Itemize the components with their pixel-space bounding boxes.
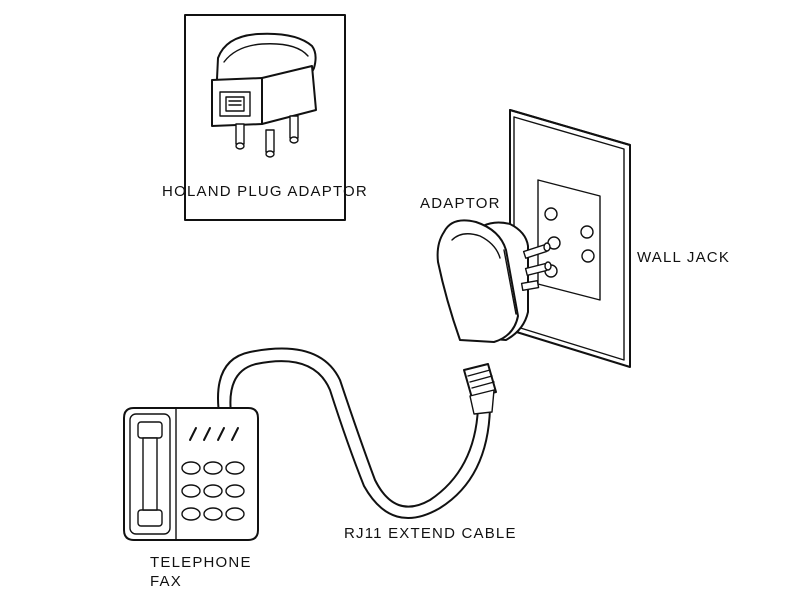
inset-panel: HOLAND PLUG ADAPTOR	[162, 14, 368, 221]
inset-caption: HOLAND PLUG ADAPTOR	[162, 183, 368, 200]
socket-hole	[581, 249, 595, 263]
holand-plug-adaptor-icon	[211, 32, 317, 158]
handset-icon	[129, 413, 171, 535]
rj11-cable	[217, 347, 497, 520]
fax-label: FAX	[150, 573, 182, 590]
socket-hole	[544, 207, 558, 221]
keypad	[181, 461, 245, 521]
adaptor-icon	[436, 219, 552, 343]
key	[181, 507, 201, 521]
key	[181, 461, 201, 475]
rj11-plug-icon	[463, 363, 497, 415]
adaptor-label: ADAPTOR	[420, 195, 501, 212]
key	[203, 507, 223, 521]
wall-jack-label: WALL JACK	[637, 249, 730, 266]
key	[203, 484, 223, 498]
socket-hole	[580, 225, 594, 239]
telephone-icon	[123, 407, 259, 541]
telephone-label: TELEPHONE	[150, 554, 252, 571]
wall-jack	[509, 109, 631, 368]
key	[181, 484, 201, 498]
wall-socket	[537, 179, 601, 301]
key	[203, 461, 223, 475]
cable-label: RJ11 EXTEND CABLE	[344, 525, 517, 542]
key	[225, 507, 245, 521]
key	[225, 461, 245, 475]
key	[225, 484, 245, 498]
